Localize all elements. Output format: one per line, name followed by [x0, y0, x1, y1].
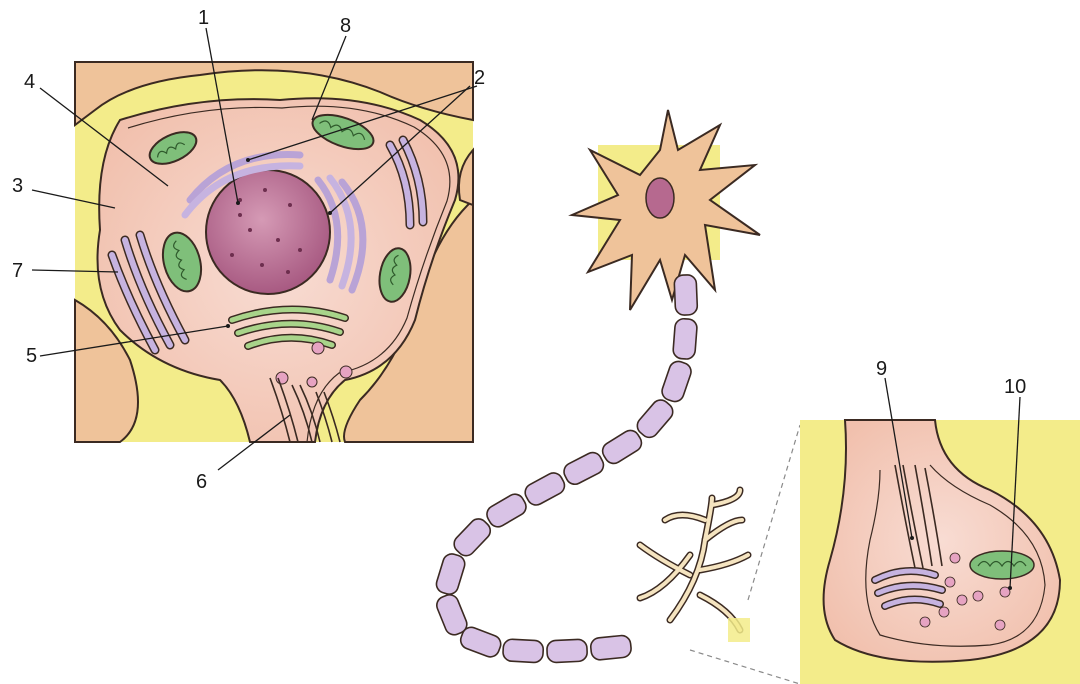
label-5: 5 — [26, 345, 37, 367]
zoom-line — [748, 425, 800, 600]
label-6: 6 — [196, 471, 207, 493]
axon-segment — [547, 639, 588, 663]
axon-segment — [634, 396, 677, 441]
axon-segment — [503, 639, 544, 663]
axon-segment — [599, 427, 645, 467]
axon-segment — [522, 470, 568, 508]
cell-body-inset — [75, 62, 473, 442]
axon-segment — [590, 635, 632, 661]
label-9: 9 — [876, 358, 887, 380]
axon-terminal-inset — [800, 420, 1080, 684]
label-3: 3 — [12, 175, 23, 197]
soma-nucleus — [646, 178, 674, 218]
axon-segment — [561, 449, 607, 487]
mitochondrion — [970, 551, 1034, 579]
axon-segment — [434, 552, 467, 597]
label-7: 7 — [12, 260, 23, 282]
label-1: 1 — [198, 7, 209, 29]
label-10: 10 — [1004, 376, 1026, 398]
axon-segment — [660, 359, 694, 404]
label-2: 2 — [474, 67, 485, 89]
zoom-line — [690, 650, 800, 684]
axon-segment — [450, 515, 494, 559]
axon-segment — [484, 491, 530, 530]
nucleus — [206, 170, 330, 294]
label-8: 8 — [340, 15, 351, 37]
axon-segment — [674, 275, 698, 316]
axon-segment — [458, 625, 503, 660]
terminal-highlight-box — [728, 618, 750, 642]
whole-neuron — [434, 110, 800, 684]
axon-segment — [673, 318, 698, 360]
axon-terminal-branches — [640, 490, 748, 630]
label-4: 4 — [24, 71, 35, 93]
